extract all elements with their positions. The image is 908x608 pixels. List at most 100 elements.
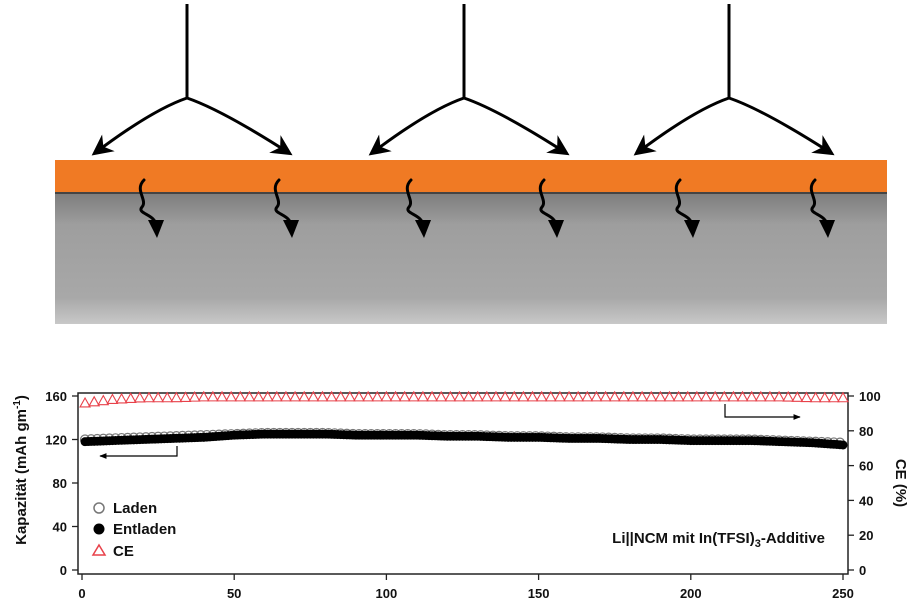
annotation-subscript: 3 [755,538,761,550]
wavy-arrow-head [283,220,299,238]
ce-point [97,394,110,406]
ce-point [289,390,302,402]
x-tick-label: 250 [832,586,854,601]
y-axis-right-title: CE (%) [892,459,908,507]
y-left-tick-label: 80 [53,476,67,491]
ce-point [389,390,402,402]
ce-point [827,391,840,403]
ce-point [654,390,667,402]
ce-point [206,390,219,402]
y-right-tick-label: 40 [859,493,873,508]
y-axis-left-title-sup: -1 [12,400,23,409]
ce-point [782,390,795,402]
legend-marker-entladen [93,523,105,535]
ce-point [161,391,174,403]
legend-label-laden: Laden [113,500,157,517]
ce-point [106,393,119,405]
ce-point [745,390,758,402]
ce-point [371,390,384,402]
ce-point [307,390,320,402]
ce-point [800,391,813,403]
ce-point [608,390,621,402]
ce-point [480,390,493,402]
ce-point [837,391,849,403]
ce-point [216,390,228,402]
series-ce [79,390,849,408]
ce-point [79,396,91,408]
reflected-arrow-right [463,96,570,156]
y-left-tick-label: 0 [60,563,67,578]
ce-point [636,390,649,402]
y-axis-left-title-end: ) [13,395,30,400]
ce-point [270,390,283,402]
legend-marker-ce [91,543,107,556]
ce-point [544,390,557,402]
ce-point [590,390,603,402]
ce-point [471,390,484,402]
ce-point [280,390,292,402]
legend-marker-laden [93,502,105,514]
wavy-arrow-head [819,220,835,238]
ce-point [416,390,429,402]
ce-point [133,391,146,403]
ce-point [690,390,703,402]
ce-point [754,390,767,402]
y-right-tick-label: 80 [859,424,873,439]
ce-point [553,390,566,402]
y-left-tick-label: 40 [53,520,67,535]
ce-point [435,390,448,402]
wavy-stroke [273,178,293,228]
y-right-tick-label: 0 [859,563,866,578]
ce-point [88,395,101,407]
ce-point [535,390,548,402]
ce-point [444,390,457,402]
ce-point [490,390,502,402]
ce-point [453,390,466,402]
wavy-stroke [405,178,425,228]
ce-point [718,390,731,402]
legend: Laden Entladen CE [91,500,176,560]
ce-point [179,391,192,402]
wavy-arrow-head [548,220,564,238]
ce-point [581,390,594,402]
ce-point [727,390,740,402]
ce-point [508,390,521,402]
y-left-tick-label: 160 [45,389,67,404]
ce-point [362,390,375,402]
wavy-arrow-head [148,220,164,238]
y-right-tick-label: 100 [859,389,881,404]
x-tick-label: 200 [680,586,702,601]
x-tick-label: 50 [227,586,241,601]
annotation-end: -Additive [761,530,825,547]
series-entladen [80,429,848,450]
ce-point [170,391,183,403]
ce-point [380,390,393,402]
ce-point [672,390,685,402]
reflected-arrow-left [633,96,730,156]
ce-point [316,390,329,402]
ce-point [462,390,475,402]
coating-layer [55,160,887,193]
ce-point [298,390,311,402]
ce-point [124,392,137,403]
ce-point [407,390,420,402]
ce-point [353,390,365,402]
y-axis-left-title: Kapazität (mAh gm-1) [12,395,30,545]
ce-point [663,390,676,402]
legend-label-entladen: Entladen [113,521,176,538]
y-left-tick-label: 120 [45,433,67,448]
ce-point [791,391,804,402]
ce-point [709,390,722,402]
reflected-arrow-right [728,96,835,156]
wavy-stroke [138,178,158,228]
ce-point [426,390,438,402]
y-right-tick-label: 20 [859,528,873,543]
ce-point [343,390,356,402]
ce-point [225,390,238,402]
right-axis-indicator-arrow [724,404,801,420]
penetrating-arrows [138,178,835,238]
ce-point [152,391,165,403]
left-axis-indicator-arrow [99,446,178,459]
reflected-arrow-right [186,96,293,156]
annotation-main: Li||NCM mit In(TFSI) [612,530,755,547]
